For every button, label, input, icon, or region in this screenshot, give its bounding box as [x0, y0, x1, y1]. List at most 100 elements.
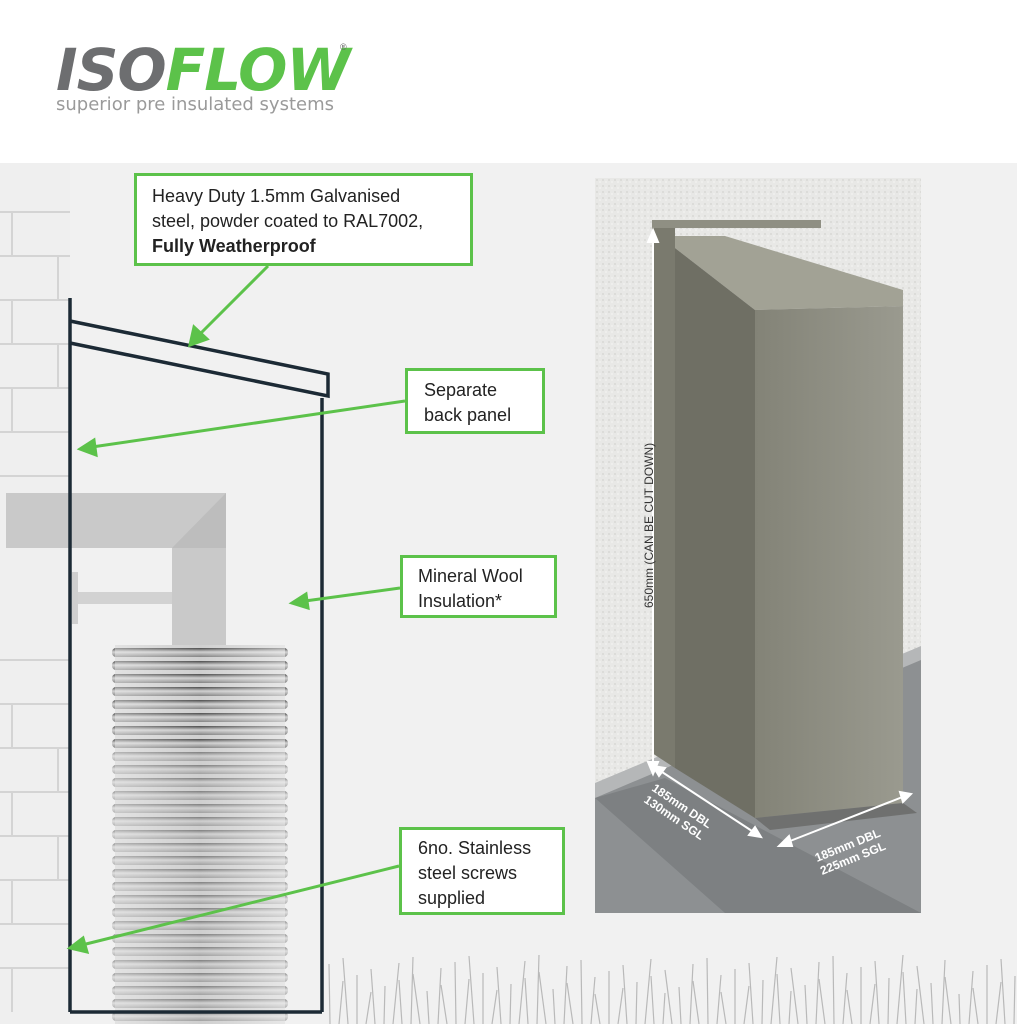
callout-line: steel screws: [418, 863, 518, 883]
grass-blade: [818, 978, 826, 1025]
grass-blade: [383, 985, 386, 1025]
grass-blade: [902, 971, 907, 1025]
grass-blade: [790, 967, 799, 1025]
callout-line: Separate: [424, 380, 498, 400]
grass-blade: [594, 993, 601, 1025]
callout-line: back panel: [424, 405, 512, 425]
grass-blade: [468, 955, 475, 1025]
grass-blade: [995, 981, 1002, 1025]
grass-blade: [692, 980, 700, 1025]
grass-blade: [580, 959, 583, 1025]
grass-blade: [650, 975, 655, 1025]
grass-blade: [842, 972, 848, 1025]
product-photo: 650mm (CAN BE CUT DOWN) 185mm DBL 130mm …: [595, 178, 921, 913]
grass-blade: [496, 966, 502, 1025]
photo-labels: 650mm (CAN BE CUT DOWN) 185mm DBL 130mm …: [641, 443, 887, 878]
grass-blade: [454, 961, 457, 1025]
grass-blade: [590, 976, 596, 1025]
grass-blade: [770, 956, 778, 1025]
grass-blade: [491, 989, 498, 1025]
grass: [328, 954, 1016, 1025]
grass-blade: [748, 962, 754, 1025]
grass-blade: [846, 989, 853, 1025]
grass-blade: [524, 977, 529, 1025]
grass-blade: [887, 977, 890, 1025]
grass-blade: [968, 970, 974, 1025]
grass-blade: [338, 980, 344, 1025]
grass-blade: [716, 974, 722, 1025]
isoflow-logo: ISOFLOW ® superior pre insulated systems: [56, 38, 376, 128]
brick-wall: [0, 163, 70, 1024]
grass-blade: [869, 983, 876, 1025]
logo-tagline: superior pre insulated systems: [56, 94, 335, 115]
grass-blade: [776, 973, 781, 1025]
grass-blade: [437, 967, 442, 1025]
grass-blade: [662, 992, 666, 1025]
callout-line: Insulation*: [418, 591, 503, 611]
grass-blade: [622, 964, 628, 1025]
photo-illustration: [595, 178, 921, 913]
grass-blade: [635, 981, 638, 1025]
logo-iso-text: ISO: [56, 36, 167, 104]
grass-blade: [1000, 958, 1006, 1025]
grass-blade: [518, 960, 526, 1025]
logo-flow-text: FLOW: [165, 36, 351, 104]
grass-blade: [689, 963, 694, 1025]
grass-blade: [509, 983, 512, 1025]
grass-blade: [664, 969, 673, 1025]
grass-blade: [958, 993, 961, 1025]
grass-blade: [617, 987, 624, 1025]
callout-back-panel: Separate back panel: [405, 368, 545, 434]
grass-blade: [815, 961, 820, 1025]
grass-blade: [552, 988, 556, 1025]
grass-blade: [440, 984, 448, 1025]
grass-blade: [941, 959, 946, 1025]
grass-blade: [426, 990, 430, 1025]
callout-arrows: [66, 264, 406, 955]
grass-blade: [538, 971, 547, 1025]
pipe-bend: [6, 493, 226, 663]
grass-blade: [761, 979, 764, 1025]
grass-blade: [804, 984, 808, 1025]
grass-blade: [563, 965, 568, 1025]
grass-blade: [566, 982, 574, 1025]
grass-blade: [365, 991, 372, 1025]
grass-blade: [678, 986, 682, 1025]
grass-blade: [398, 979, 403, 1025]
callout-galvanised-steel: Heavy Duty 1.5mm Galvanised steel, powde…: [134, 173, 473, 266]
grass-blade: [743, 985, 750, 1025]
grass-blade: [464, 978, 470, 1025]
grass-blade: [342, 957, 349, 1025]
cover-box-outline: [68, 298, 330, 1014]
grass-blade: [832, 955, 835, 1025]
dimension-lines: [646, 227, 914, 847]
height-dimension-label: 650mm (CAN BE CUT DOWN): [642, 443, 656, 608]
grass-blade: [706, 957, 709, 1025]
callout-screws: 6no. Stainless steel screws supplied: [399, 827, 565, 915]
callout-line: Heavy Duty 1.5mm Galvanised: [152, 186, 401, 206]
corrugated-pipe: [112, 645, 288, 1024]
grass-blade: [328, 963, 331, 1025]
grass-blade: [788, 990, 792, 1025]
grass-blade: [392, 962, 400, 1025]
callout-line: steel, powder coated to RAL7002,: [152, 211, 424, 231]
callout-line: Mineral Wool: [418, 566, 523, 586]
grass-blade: [1013, 975, 1016, 1025]
grass-blade: [930, 982, 934, 1025]
grass-blade: [720, 991, 727, 1025]
grass-blade: [410, 956, 414, 1025]
callout-line: supplied: [418, 888, 486, 908]
grass-blade: [536, 954, 540, 1025]
registered-mark: ®: [340, 42, 347, 52]
diagram-illustration: [0, 163, 1016, 1025]
grass-blade: [412, 973, 421, 1025]
grass-blade: [916, 965, 925, 1025]
logo-wordmark: ISOFLOW: [56, 36, 351, 104]
grass-blade: [896, 954, 904, 1025]
grass-blade: [874, 960, 880, 1025]
callout-line: 6no. Stainless: [418, 838, 532, 858]
callout-line-bold: Fully Weatherproof: [152, 236, 316, 256]
grass-blade: [370, 968, 376, 1025]
grass-blade: [972, 987, 979, 1025]
grass-blade: [944, 976, 952, 1025]
